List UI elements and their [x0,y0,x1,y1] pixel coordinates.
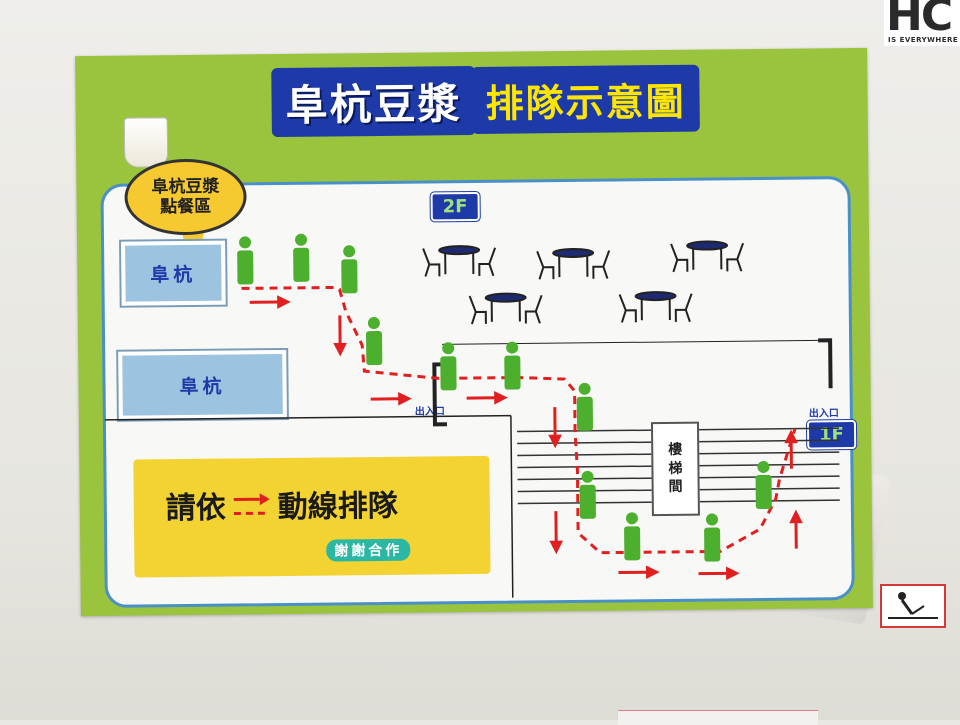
table-group-1 [423,246,495,277]
no-littering-icon [882,586,944,626]
arrow-icon [371,393,411,405]
queue-instruction-suffix: 動線排隊 [278,481,398,526]
person-icon [504,342,521,390]
person-icon [293,234,310,282]
arrow-icon [250,296,290,308]
arrow-icon [785,431,797,469]
person-icon [341,245,358,293]
table-icon [687,241,727,269]
person-icon [624,512,641,560]
table-icon [636,292,676,320]
table-group-3 [671,241,743,272]
stairwell-label: 樓 梯 間 [651,422,700,516]
table-icon [486,293,526,321]
queue-poster: 阜杭豆漿 排隊示意圖 阜杭豆漿 點餐區 阜杭 阜杭 2F 1F 出入口 出入口 [75,48,873,616]
arrow-icon [467,392,507,404]
thanks-badge: 謝謝合作 [326,539,410,562]
table-group-5 [620,292,692,323]
arrow-icon [334,315,346,355]
stairwell-char-2: 梯 [668,459,682,478]
arrow-icon [550,511,562,553]
table-group-2 [537,249,609,280]
stairwell-char-1: 樓 [668,440,682,459]
person-icon [704,513,721,561]
table-group-4 [470,293,542,324]
queue-instruction-panel: 請依 動線排隊 謝謝合作 [133,456,490,578]
arrow-icon [618,566,658,578]
person-icon [755,461,772,509]
route-legend-icon [232,489,272,519]
arrow-icon [790,511,802,549]
wall-logo: HC IS EVERYWHERE [884,0,960,46]
wall-logo-tagline: IS EVERYWHERE [888,36,958,44]
person-icon [366,317,383,365]
table-icon [439,246,479,274]
arrow-icon [549,407,561,447]
table-icon [553,249,593,277]
bottom-notice-strip [618,710,818,725]
person-icon [237,236,254,284]
queue-instruction-prefix: 請依 [166,483,226,528]
person-icon [577,383,594,431]
wall-logo-text: HC [886,0,951,41]
person-icon [579,471,596,519]
stairwell-char-3: 間 [669,478,683,497]
warning-sticker [880,584,946,628]
queue-instruction: 請依 動線排隊 [166,481,398,527]
person-icon [440,342,457,390]
arrow-icon [698,567,738,579]
